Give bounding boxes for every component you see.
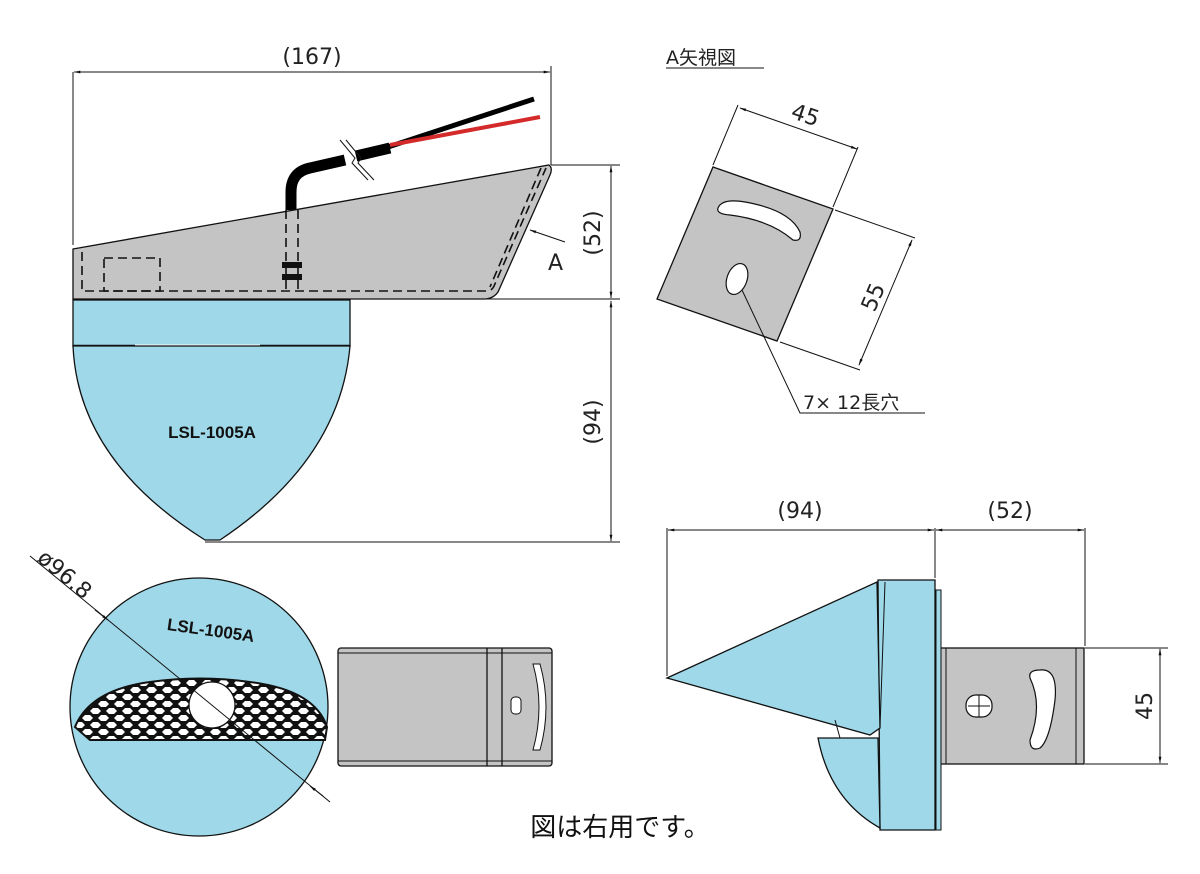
connector: [282, 262, 302, 268]
bracket-hole: [510, 696, 522, 715]
bracket-slot: [532, 663, 547, 751]
ext-line: [712, 104, 739, 166]
lamp-seam: [879, 581, 886, 729]
lamp-cone: [665, 580, 881, 736]
dim-plate-width: 45: [788, 99, 823, 132]
dim-overall-width: (167): [282, 45, 341, 70]
view-marker-A: A: [548, 251, 563, 276]
hole-note: 7× 12長穴: [803, 392, 899, 414]
bracket-bottom: [337, 647, 553, 767]
lamp-rim: [935, 589, 942, 831]
caption: 図は右用です。: [530, 813, 709, 843]
arrow: [94, 609, 109, 621]
side-view: (94) (52) 45: [665, 499, 1168, 831]
cable-sheath: [285, 154, 347, 210]
lamp-dome: [72, 345, 351, 541]
dim-bracket-width: 45: [1133, 692, 1158, 720]
bottom-view: LSL-1005A ø96.8: [29, 545, 553, 837]
bracket-plate: [656, 166, 834, 342]
hidden-component: [103, 257, 161, 292]
dim-plate-length: 55: [857, 280, 891, 316]
dim-bracket-height: (52): [581, 210, 606, 255]
break-mark: [339, 139, 369, 181]
front-view: LSL-1005A (167) (52) (94) A: [72, 45, 620, 543]
hole-leader: [741, 289, 925, 414]
lamp-lower-dome: [817, 737, 881, 830]
connector-2: [282, 274, 302, 280]
bracket-side: [935, 647, 1085, 765]
view-title: A矢視図: [666, 47, 736, 69]
long-hole: [725, 262, 749, 296]
lamp-body-side: [877, 579, 936, 831]
dim-diameter: ø96.8: [32, 545, 96, 604]
cable: [285, 96, 541, 210]
dim-bracket-length: (52): [987, 499, 1032, 524]
view-arrow-A: [529, 229, 566, 243]
bracket-hidden-outline: [81, 167, 547, 292]
cable-sheath-end: [354, 142, 392, 162]
lamp-collar: [72, 299, 351, 347]
ext-line: [834, 209, 916, 239]
curved-slot: [717, 200, 801, 241]
wire-red: [389, 115, 541, 147]
dim-lamp-depth: (94): [777, 499, 822, 524]
dim-line-plate-width: [739, 107, 858, 150]
bracket: [72, 164, 552, 300]
ext-line: [832, 146, 859, 208]
arrow: [309, 785, 324, 797]
break-mark-2: [345, 139, 375, 181]
hidden-edge: [834, 719, 841, 739]
arrow-view-a: A矢視図 45 55 7× 12長穴: [656, 47, 925, 414]
ext-line: [779, 341, 861, 371]
dim-lamp-height: (94): [581, 399, 606, 444]
dim-line-diameter: [29, 555, 331, 803]
model-label: LSL-1005A: [168, 423, 256, 442]
dim-line-plate-length: [858, 239, 913, 366]
bracket-slot: [1029, 669, 1057, 750]
bracket-hidden-line: [489, 167, 542, 288]
